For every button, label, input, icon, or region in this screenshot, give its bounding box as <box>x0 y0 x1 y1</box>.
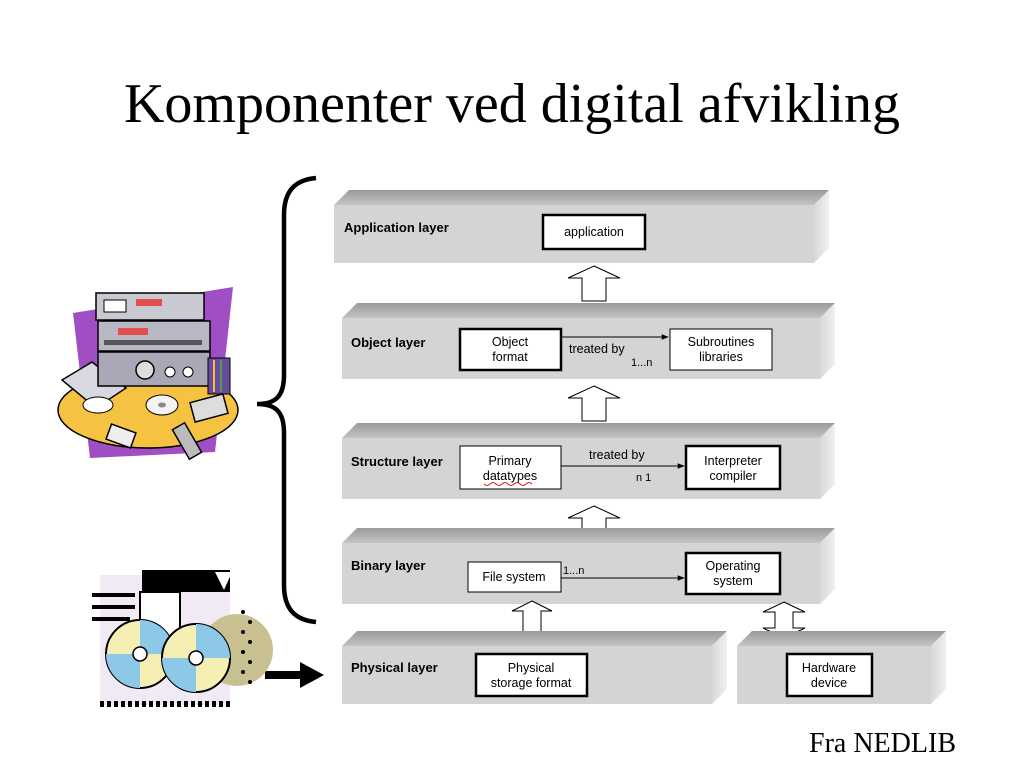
object-layer-label: Object layer <box>351 335 425 350</box>
file-system-label: File system <box>482 570 545 584</box>
structure-relation-label: treated by <box>589 448 645 462</box>
source-credit: Fra NEDLIB <box>809 728 956 759</box>
interpreter-line1: Interpreter <box>704 454 762 468</box>
hardware-device-box <box>785 652 874 698</box>
hardware-device-line1: Hardware <box>802 661 856 675</box>
compact-discs-icon <box>92 570 273 707</box>
spellcheck-underline <box>483 482 533 486</box>
interpreter-line2: compiler <box>709 469 756 483</box>
binary-layer: Binary layer File system 1...n Operating… <box>342 528 835 604</box>
application-layer-label: Application layer <box>344 220 449 235</box>
stereo-equipment-icon <box>57 287 239 461</box>
object-relation-label: treated by <box>569 342 625 356</box>
subroutines-line2: libraries <box>699 350 743 364</box>
physical-layer-label: Physical layer <box>351 660 438 675</box>
operating-system-line2: system <box>713 574 753 588</box>
interpreter-box <box>684 444 782 491</box>
application-layer: Application layer application <box>334 190 829 263</box>
operating-system-box <box>684 551 782 596</box>
up-arrow-icon <box>567 385 621 422</box>
binary-multiplicity: 1...n <box>563 565 584 577</box>
object-multiplicity: 1...n <box>631 357 652 369</box>
physical-storage-line1: Physical <box>508 661 555 675</box>
application-box <box>541 213 647 251</box>
object-layer: Object layer Object format treated by 1.… <box>342 303 835 379</box>
binary-layer-label: Binary layer <box>351 558 425 573</box>
primary-datatypes-line2: datatypes <box>483 469 537 483</box>
object-format-line1: Object <box>492 335 529 349</box>
up-arrow-icon <box>511 600 553 637</box>
page-title: Komponenter ved digital afvikling <box>123 73 901 135</box>
structure-layer-label: Structure layer <box>351 454 443 469</box>
right-arrow-icon <box>265 662 324 688</box>
hardware-layer: Hardware device <box>737 631 946 704</box>
up-arrow-icon <box>567 265 621 302</box>
file-system-box <box>467 561 562 593</box>
application-box-label: application <box>564 225 624 239</box>
primary-datatypes-box <box>459 445 562 490</box>
primary-datatypes-line1: Primary <box>488 454 532 468</box>
structure-layer: Structure layer Primary datatypes treate… <box>342 423 835 499</box>
hardware-device-line2: device <box>811 676 847 690</box>
object-format-line2: format <box>492 350 528 364</box>
structure-multiplicity: n 1 <box>636 472 651 484</box>
subroutines-line1: Subroutines <box>688 335 755 349</box>
subroutines-box <box>669 328 773 371</box>
physical-layer: Physical layer Physical storage format <box>342 631 727 704</box>
physical-storage-box <box>474 652 589 698</box>
physical-storage-line2: storage format <box>491 676 572 690</box>
operating-system-line1: Operating <box>706 559 761 573</box>
brace-icon <box>256 175 317 625</box>
object-format-box <box>458 327 563 372</box>
